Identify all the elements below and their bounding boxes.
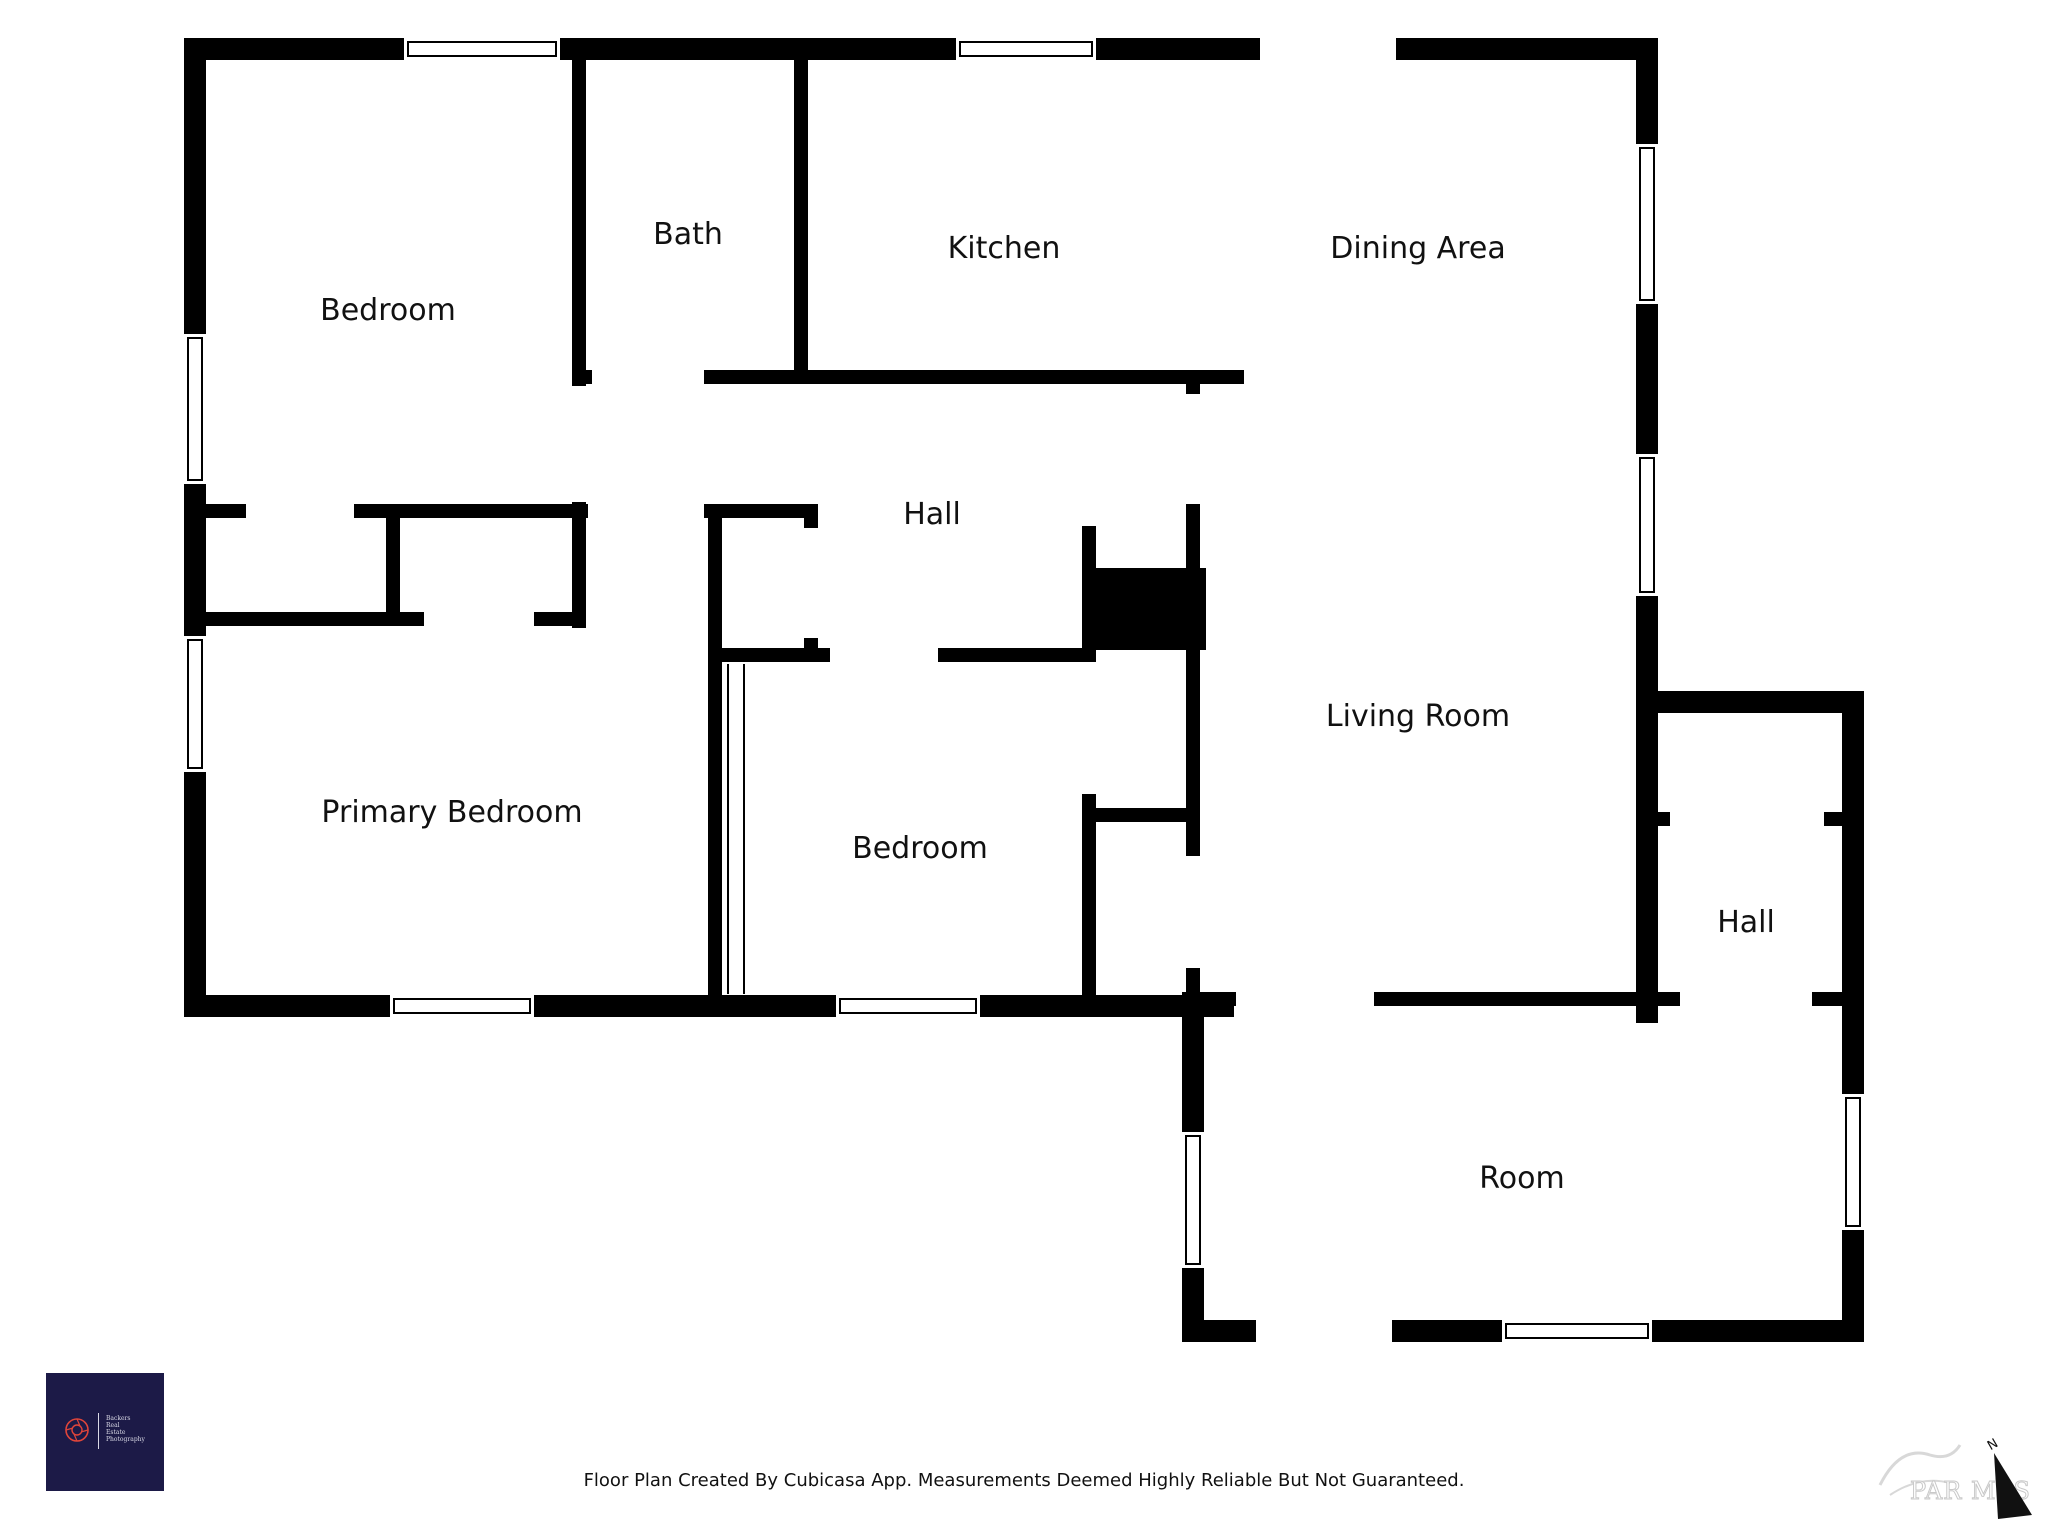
wall-bath-right [794,56,808,372]
north-arrow-icon: N [1986,1436,2032,1519]
wall-closets-mid [386,504,400,618]
wall-living-left [1186,380,1200,1000]
wall-annex-right [1842,691,1864,1342]
camera-aperture-icon [65,1418,89,1442]
logo-divider [98,1413,99,1449]
wall-hall-bottom-left [704,504,818,518]
mls-watermark: PAR MLS N [1870,1425,2040,1525]
room-label-hall-2: Hall [1717,905,1775,940]
wall-left [184,38,206,1017]
watermark-wave-icon [1878,1444,1962,1496]
wall-annex-inner-left [1636,700,1650,1010]
room-label-dining-area: Dining Area [1330,231,1505,266]
wall-chimney [1082,568,1206,650]
wall-closet-mid [1090,808,1198,822]
room-label-bedroom-1: Bedroom [320,293,456,328]
brand-logo: Backers Real Estate Photography [46,1373,164,1491]
room-label-primary-bedroom: Primary Bedroom [321,795,582,830]
room-label-living-room: Living Room [1326,699,1510,734]
north-label: N [1986,1436,2001,1454]
wall-closets-right [572,504,586,628]
wall-hall-top [572,370,1244,384]
window-frames [187,41,1861,1339]
room-label-kitchen: Kitchen [948,231,1061,266]
room-label-room: Room [1479,1161,1564,1196]
openings [184,38,1864,1342]
room-label-bedroom-2: Bedroom [852,831,988,866]
room-label-hall-1: Hall [903,497,961,532]
wall-annex-top [1636,691,1864,713]
room-label-bath: Bath [653,217,723,252]
logo-text: Backers Real Estate Photography [106,1415,145,1443]
footer-disclaimer: Floor Plan Created By Cubicasa App. Meas… [583,1470,1465,1491]
wall-primary-right [708,504,722,1000]
